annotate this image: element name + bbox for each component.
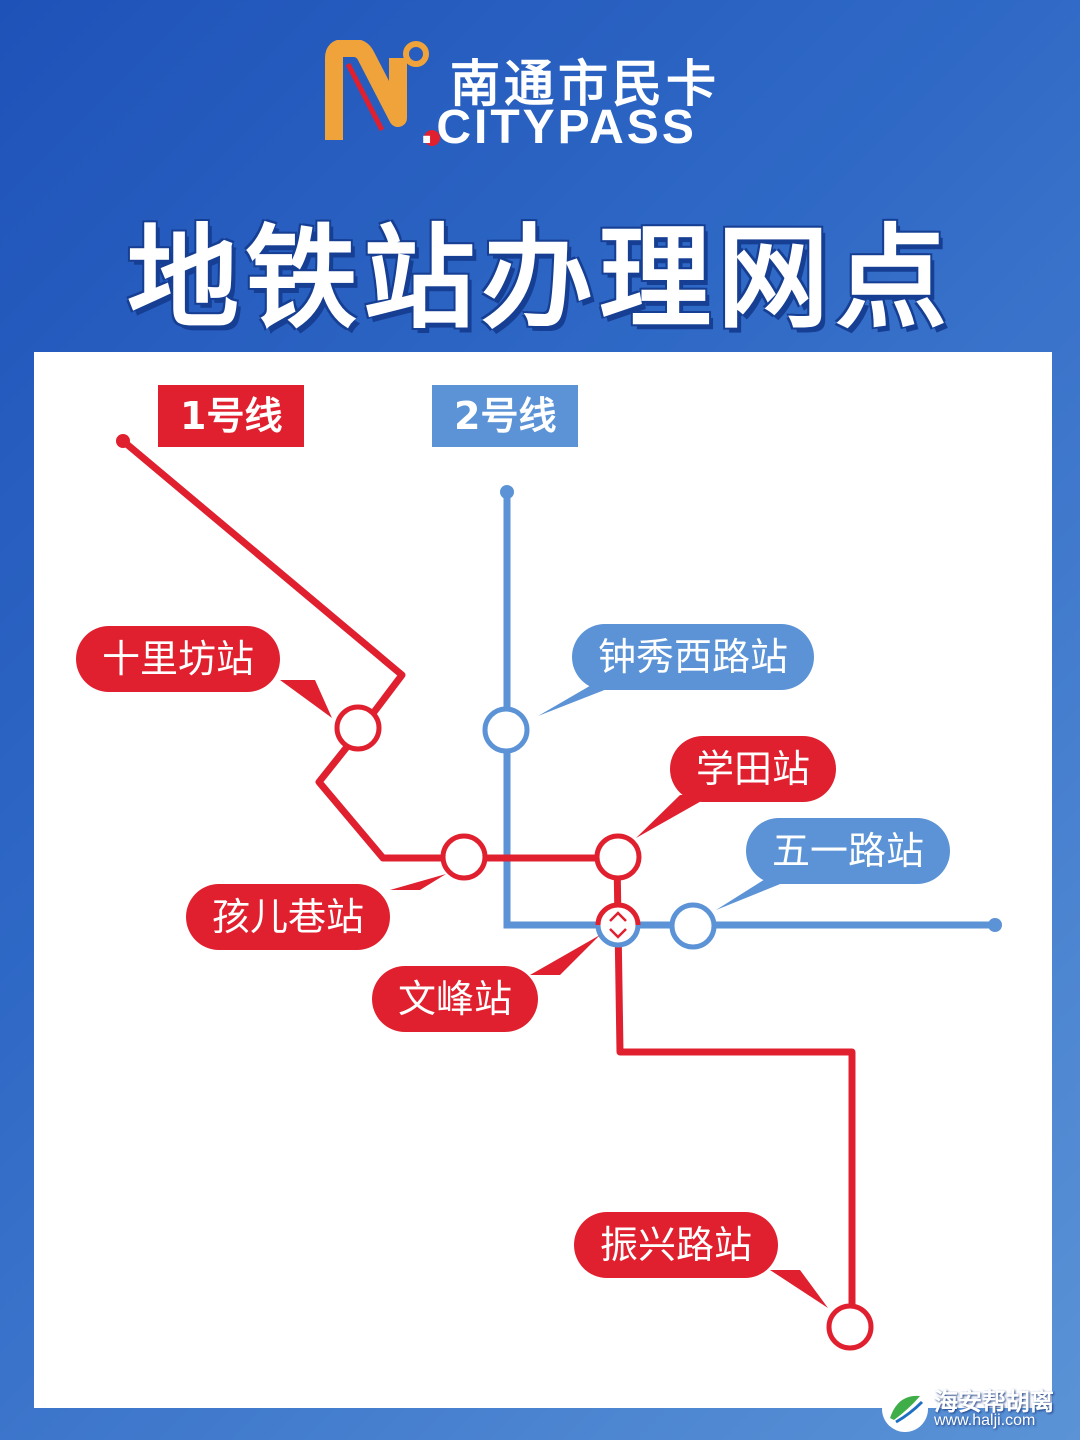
station-label-zhenxinglu: 振兴路站 [574,1212,779,1278]
line1-track [120,438,856,1326]
watermark-logo-icon [882,1386,928,1432]
pointer-wuyilu [716,876,800,910]
station-marker-shilifang [334,704,382,752]
line2-end-north [500,485,514,499]
station-marker-zhenxinglu [826,1303,874,1351]
legend-line1: 1号线 [158,385,305,447]
interchange-icon [595,902,641,948]
pointer-haierxiang [390,874,446,890]
watermark: 海安帮胡离 www.halji.com [876,1378,1076,1438]
station-label-zhongxiuxilu: 钟秀西路站 [572,624,815,690]
pointer-shilifang [280,680,332,718]
line2-end-east [988,918,1002,932]
watermark-url: www.halji.com [934,1412,1036,1429]
station-marker-xuetian [594,833,642,881]
brand-name-cn: 南通市民卡 [450,55,720,113]
station-marker-wuyilu [669,902,717,950]
station-label-wuyilu: 五一路站 [746,818,951,884]
station-label-xuetian: 学田站 [670,736,837,802]
station-label-wenfeng: 文峰站 [372,966,539,1032]
legend-line2: 2号线 [432,385,579,447]
station-label-shilifang: 十里坊站 [76,626,281,692]
pointer-wenfeng [530,935,600,975]
brand-header: 南通市民卡 .CITYPASS [320,40,760,154]
citypass-logo-icon [325,40,440,146]
pointer-xuetian [636,795,712,838]
station-label-haierxiang: 孩儿巷站 [186,884,391,950]
page-title: 地铁站办理网点 [127,214,953,344]
brand-name-en: .CITYPASS [420,101,697,154]
watermark-name: 海安帮胡离 [934,1388,1054,1416]
line1-end-northwest [116,434,130,448]
station-marker-haierxiang [440,833,488,881]
station-marker-zhongxiuxilu [482,706,530,754]
line2-track [503,492,995,929]
pointer-zhenxinglu [770,1270,828,1308]
